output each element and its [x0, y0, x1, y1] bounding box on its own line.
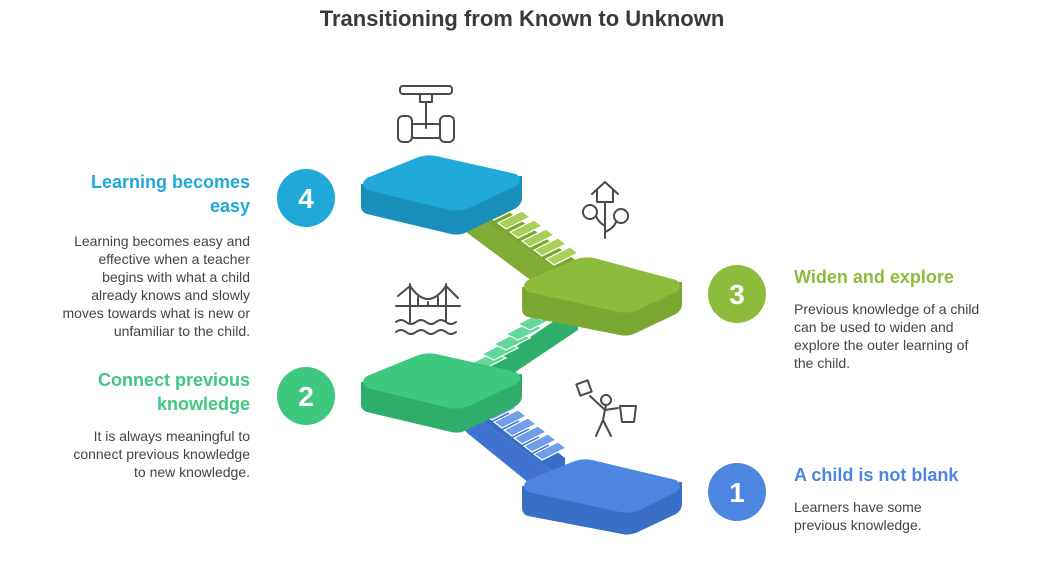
step-2-badge: 2 [277, 367, 335, 425]
step-4-number: 4 [298, 183, 314, 214]
platform-3 [522, 257, 682, 336]
platform-1 [522, 459, 682, 535]
step-2-number: 2 [298, 381, 314, 412]
page-title: Transitioning from Known to Unknown [319, 6, 725, 31]
step-1-heading: A child is not blank [794, 465, 959, 485]
step-3-description: Previous knowledge of a child can be use… [794, 301, 980, 371]
step-1-number: 1 [729, 477, 745, 508]
platform-4 [361, 155, 522, 235]
step-4-heading: Learning becomes easy [90, 172, 250, 216]
step-4-description: Learning becomes easy and effective when… [62, 233, 250, 339]
juggler-icon [575, 379, 637, 437]
step-3-badge: 3 [708, 265, 766, 323]
growth-house-icon [582, 181, 629, 239]
step-3-number: 3 [729, 279, 745, 310]
step-4-badge: 4 [277, 169, 335, 227]
step-2-heading: Connect previous knowledge [97, 370, 250, 414]
platform-2 [361, 353, 522, 433]
step-2-description: It is always meaningful to connect previ… [73, 428, 250, 480]
step-1-badge: 1 [708, 463, 766, 521]
bridge-icon [395, 283, 461, 335]
step-1-description: Learners have some previous knowledge. [794, 499, 922, 533]
step-3-heading: Widen and explore [794, 267, 954, 287]
segway-icon [397, 85, 455, 143]
